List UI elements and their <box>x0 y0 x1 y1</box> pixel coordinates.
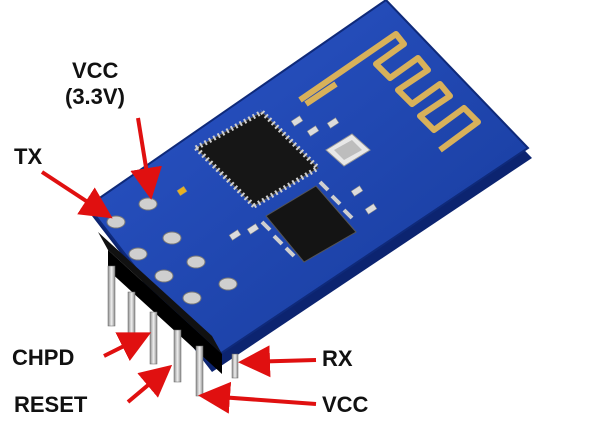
arrow-reset <box>126 364 173 404</box>
arrow-vcc-top <box>130 117 162 200</box>
pin-header-base <box>98 232 222 374</box>
pin-heads <box>106 197 238 305</box>
arrow-tx <box>40 170 113 219</box>
label-vcc-top-voltage: (3.3V) <box>65 84 125 109</box>
label-vcc-bottom: VCC <box>322 392 369 417</box>
flash-chip <box>260 180 357 263</box>
pcb-antenna-trace <box>298 31 481 153</box>
label-rx: RX <box>322 346 353 371</box>
arrow-rx <box>238 345 317 378</box>
callout-arrows <box>40 117 317 414</box>
pin-legs <box>107 265 239 397</box>
arrow-chpd <box>103 332 152 362</box>
arrow-vcc-bottom <box>198 381 317 414</box>
label-reset: RESET <box>14 392 88 417</box>
smd-components <box>176 115 378 241</box>
crystal-oscillator <box>325 133 371 167</box>
label-vcc-top: VCC <box>72 58 119 83</box>
label-chpd: CHPD <box>12 345 75 370</box>
esp8266-chip <box>194 109 320 209</box>
label-tx: TX <box>14 144 43 169</box>
